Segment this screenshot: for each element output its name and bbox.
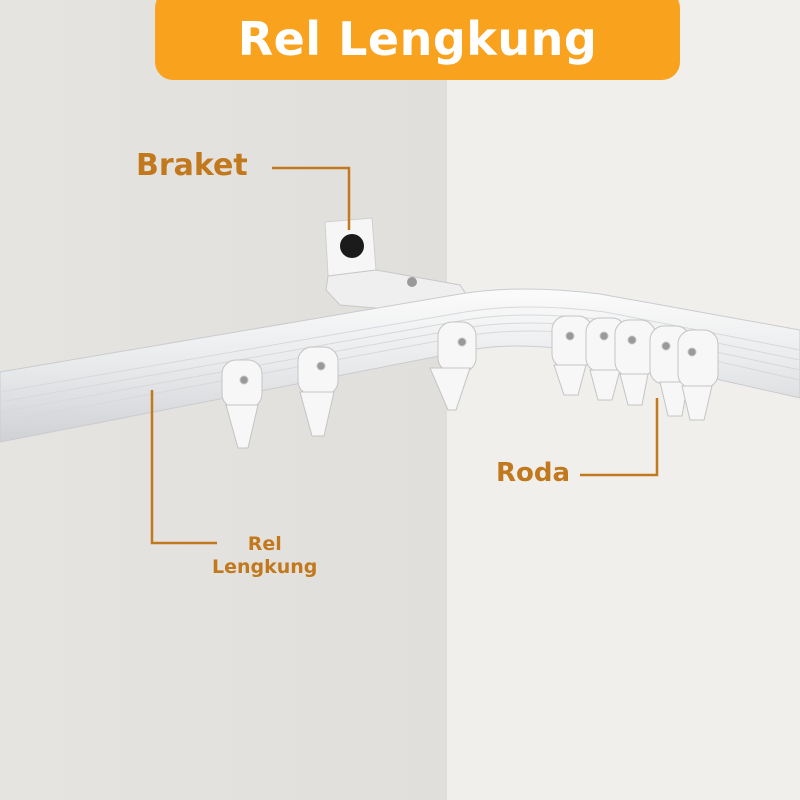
label-rel-line2: Lengkung [212, 556, 318, 578]
runner [297, 346, 339, 437]
runner [221, 359, 263, 449]
braket-callout-line [272, 166, 351, 230]
runner [614, 319, 656, 406]
title-banner: Rel Lengkung [155, 0, 680, 80]
runner [677, 329, 719, 421]
runners [221, 315, 719, 449]
runner [429, 321, 477, 411]
runner [551, 315, 593, 396]
label-rel-lengkung: Rel Lengkung [212, 533, 317, 579]
label-braket: Braket [136, 148, 248, 183]
roda-callout-line [580, 398, 659, 477]
page-title: Rel Lengkung [237, 12, 598, 66]
rel-callout-line [150, 390, 217, 545]
label-rel-line1: Rel [247, 533, 282, 555]
label-roda: Roda [496, 458, 571, 488]
bracket-screw-hole-icon [340, 234, 364, 258]
wall-right-background [447, 0, 800, 800]
